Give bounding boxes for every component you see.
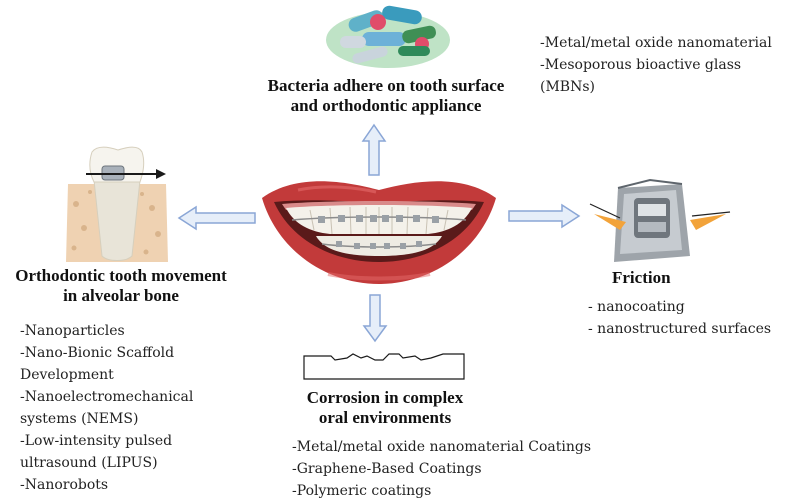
smile-braces-illustration	[262, 181, 496, 284]
list-item: (MBNs)	[540, 79, 595, 95]
list-item: -Nanorobots	[20, 477, 109, 493]
list-item: -Polymeric coatings	[292, 483, 432, 499]
bacteria-title: Bacteria adhere on tooth surface and ort…	[252, 76, 520, 116]
friction-title: Friction	[612, 268, 671, 287]
bacteria-title-line-2: and orthodontic appliance	[290, 96, 482, 115]
tooth-movement-title: Orthodontic tooth movement in alveolar b…	[0, 266, 242, 306]
list-item: -Nanoparticles	[20, 323, 125, 339]
arrow-down-icon	[362, 294, 388, 343]
list-item: -Low-intensity pulsed	[20, 433, 173, 449]
tooth-bone-illustration	[66, 146, 168, 262]
bacteria-illustration	[326, 5, 450, 68]
bracket-illustration	[589, 178, 731, 262]
list-item: systems (NEMS)	[20, 411, 139, 427]
list-item: -Graphene-Based Coatings	[292, 461, 482, 477]
corrosion-title: Corrosion in complex oral environments	[290, 388, 480, 428]
tooth-movement-title-line-1: Orthodontic tooth movement	[15, 266, 227, 285]
arrow-left-icon	[177, 205, 256, 231]
list-item: - nanostructured surfaces	[588, 321, 772, 337]
list-item: -Metal/metal oxide nanomaterial Coatings	[292, 439, 592, 455]
corrosion-title-line-2: oral environments	[318, 408, 452, 427]
list-item: - nanocoating	[588, 299, 685, 315]
corroded-surface-illustration	[303, 353, 465, 380]
list-item: -Nanoelectromechanical	[20, 389, 194, 405]
list-item: Development	[20, 367, 114, 383]
corrosion-strategies-list: -Metal/metal oxide nanomaterial Coatings…	[292, 436, 591, 502]
list-item: -Metal/metal oxide nanomaterial	[540, 35, 772, 51]
bacteria-title-line-1: Bacteria adhere on tooth surface	[267, 76, 505, 95]
list-item: -Nano-Bionic Scaffold	[20, 345, 175, 361]
bacteria-strategies-list: -Metal/metal oxide nanomaterial -Mesopor…	[540, 32, 772, 98]
tooth-movement-strategies-list: -Nanoparticles -Nano-Bionic Scaffold Dev…	[20, 320, 193, 496]
arrow-up-icon	[361, 123, 387, 176]
list-item: -Mesoporous bioactive glass	[540, 57, 742, 73]
friction-strategies-list: - nanocoating - nanostructured surfaces	[588, 296, 771, 340]
tooth-movement-title-line-2: in alveolar bone	[63, 286, 179, 305]
arrow-right-icon	[508, 203, 581, 229]
list-item: ultrasound (LIPUS)	[20, 455, 158, 471]
corrosion-title-line-1: Corrosion in complex	[306, 388, 464, 407]
